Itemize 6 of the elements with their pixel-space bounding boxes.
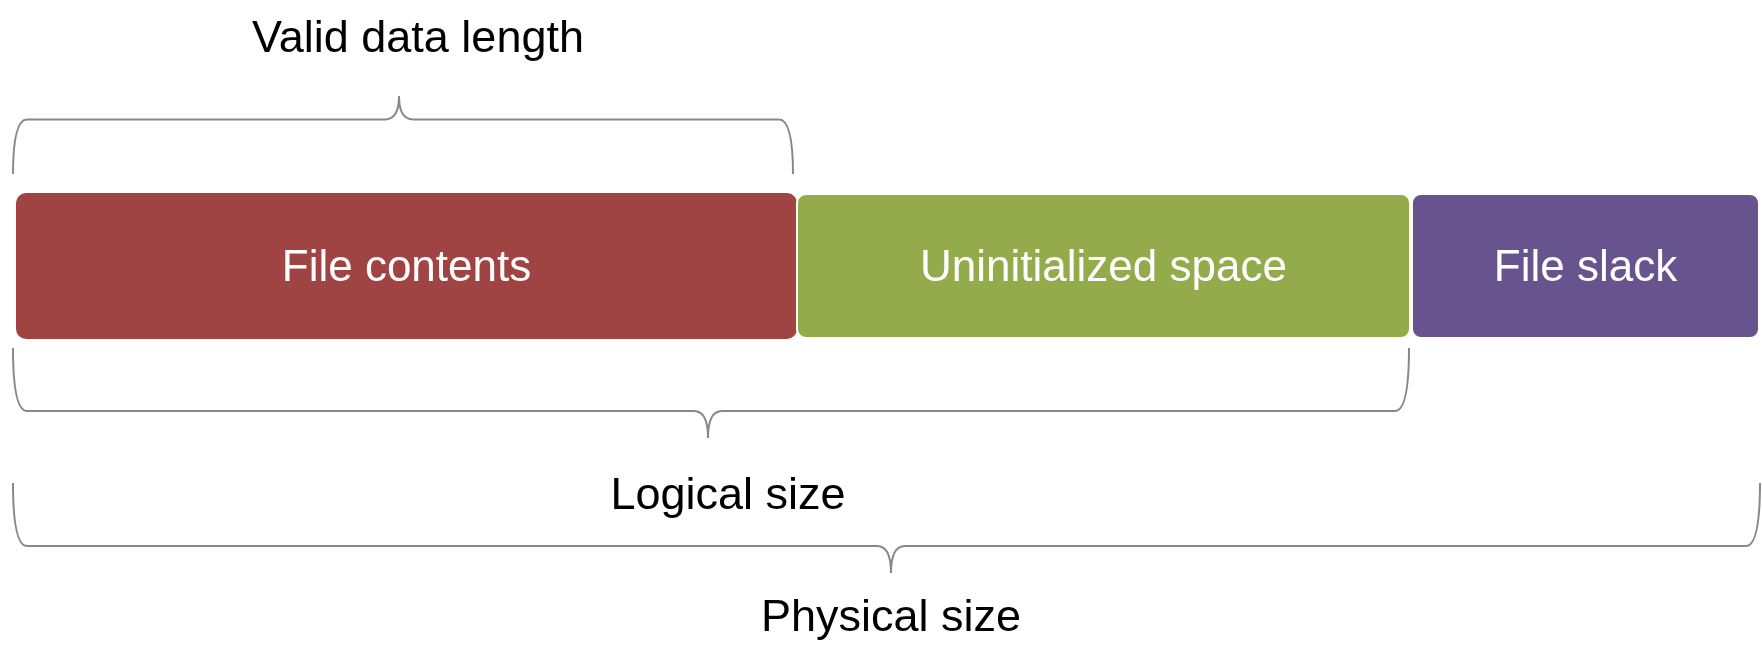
brace-label: Valid data length <box>252 11 584 63</box>
segment-box: File contents <box>16 193 797 339</box>
brace-label: Physical size <box>760 590 1022 642</box>
segment-box: File slack <box>1411 193 1760 339</box>
segment-box: Uninitialized space <box>796 193 1411 339</box>
brace-label: Logical size <box>610 468 846 520</box>
